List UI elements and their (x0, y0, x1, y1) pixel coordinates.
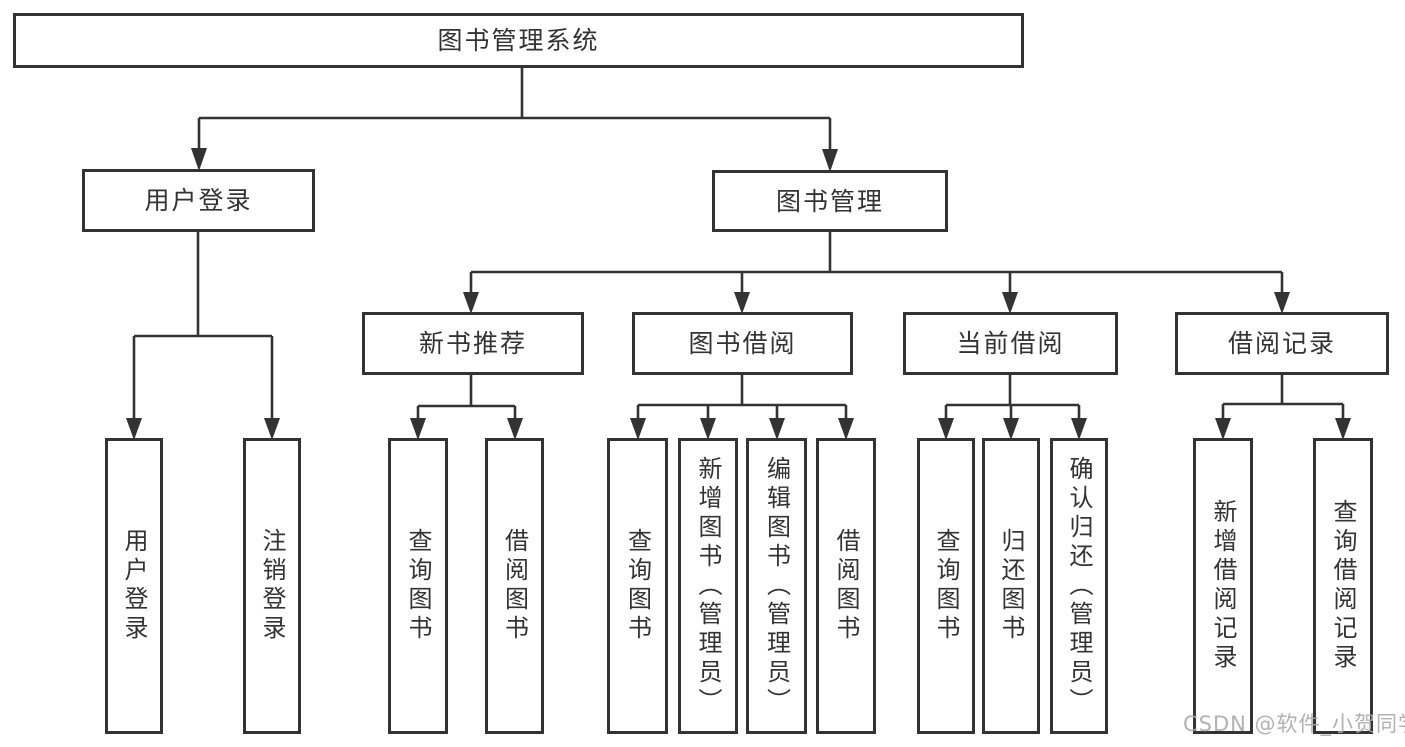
leaf-add-borrow-record: 新增借阅记录 (1193, 438, 1253, 734)
leaf-borrow-books: 借阅图书 (816, 438, 876, 734)
leaf-query-borrow-record: 查询借阅记录 (1313, 438, 1373, 734)
leaf-edit-books-admin: 编辑图书（管理员） (746, 438, 807, 734)
node-book-borrowing: 图书借阅 (632, 312, 853, 375)
leaf-return-books: 归还图书 (982, 438, 1040, 734)
node-root-system: 图书管理系统 (13, 13, 1024, 68)
leaf-confirm-return-admin: 确认归还（管理员） (1050, 438, 1108, 734)
leaf-query-books-borrow: 查询图书 (607, 438, 668, 734)
leaf-add-books-admin: 新增图书（管理员） (678, 438, 738, 734)
node-borrowing-records: 借阅记录 (1175, 312, 1389, 375)
leaf-user-login: 用户登录 (105, 438, 163, 734)
leaf-logout: 注销登录 (243, 438, 301, 734)
node-book-management-branch: 图书管理 (712, 170, 948, 232)
leaf-query-books-recommend: 查询图书 (388, 438, 448, 734)
leaf-borrow-books-recommend: 借阅图书 (485, 438, 544, 734)
node-new-book-recommendation: 新书推荐 (362, 312, 584, 375)
leaf-query-books-current: 查询图书 (917, 438, 975, 734)
csdn-watermark: CSDN @软件_小贺同学 (1183, 712, 1405, 736)
node-user-login-branch: 用户登录 (82, 169, 315, 232)
node-current-borrowing: 当前借阅 (903, 312, 1118, 375)
